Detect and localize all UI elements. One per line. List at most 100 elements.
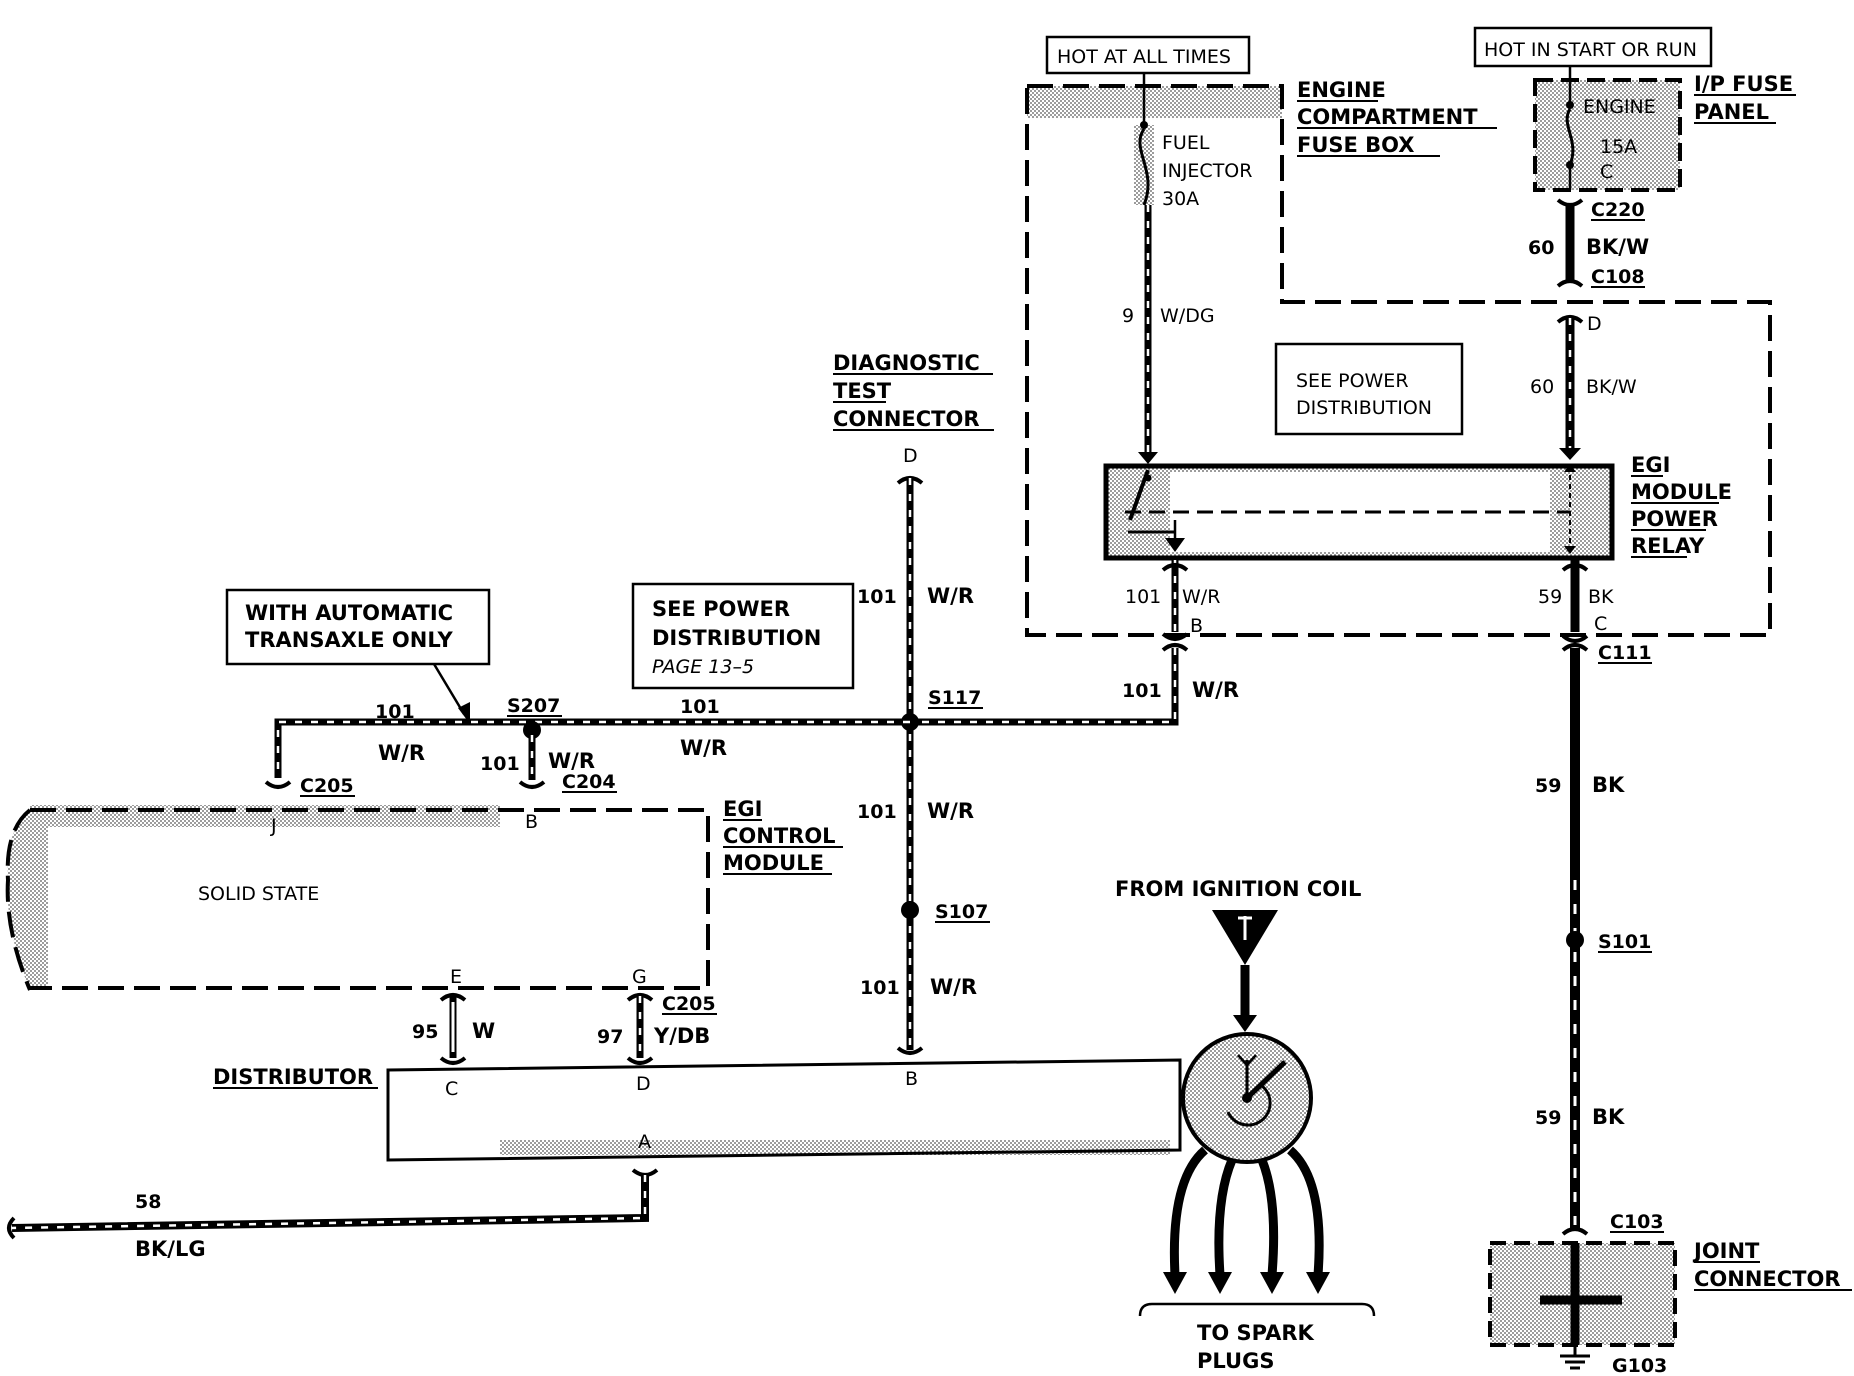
dtc-label-1: DIAGNOSTIC <box>833 351 980 375</box>
s207-splice <box>523 721 541 739</box>
s101-splice <box>1566 931 1584 949</box>
to-spark-plugs-label-1: TO SPARK <box>1197 1321 1314 1345</box>
joint-connector: C103 G103 JOINT CONNECTOR <box>1488 1211 1852 1376</box>
pin-g: G <box>632 966 647 988</box>
c204-label: C204 <box>562 771 616 793</box>
wire-59-relay: 59 BK C <box>1538 560 1614 635</box>
fuel-injector-label-2: INJECTOR <box>1162 160 1252 182</box>
pin-a-dist: A <box>638 1131 651 1153</box>
wire-60b-color: BK/W <box>1586 376 1637 398</box>
spark-plug-leads: TO SPARK PLUGS <box>1138 1146 1376 1373</box>
wire-101-center-num: 101 <box>680 696 720 718</box>
ignition-coil-input: FROM IGNITION COIL <box>1115 877 1361 1032</box>
egi-control-label-3: MODULE <box>723 851 824 875</box>
wire-101-relay-num: 101 <box>1125 586 1161 608</box>
relay-label-3: POWER <box>1631 507 1718 531</box>
solid-state-text: SOLID STATE <box>198 883 319 905</box>
egi-control-module: J B SOLID STATE E G EGI CONTROL MODULE <box>5 797 843 991</box>
wire-60-upper: C220 60 BK/W C108 <box>1528 198 1649 288</box>
pin-j: J <box>270 815 277 837</box>
c205-bot-label: C205 <box>662 993 716 1015</box>
wire-59-relay-color: BK <box>1588 586 1614 608</box>
wire-59-low-num: 59 <box>1535 1107 1561 1129</box>
hot-in-start-or-run-box: HOT IN START OR RUN <box>1473 26 1713 68</box>
wire-59-relay-num: 59 <box>1538 586 1562 608</box>
see-power-dist-1-line2: DISTRIBUTION <box>1296 397 1432 419</box>
with-automatic-transaxle-box: WITH AUTOMATIC TRANSAXLE ONLY <box>225 588 491 724</box>
see-power-dist-2-line1: SEE POWER <box>652 597 790 621</box>
wire-97-color: Y/DB <box>653 1024 710 1048</box>
wire-9-color: W/DG <box>1160 305 1215 327</box>
wire-101-trunk: 101 W/R S117 101 W/R S107 101 W/R <box>857 478 990 1055</box>
wire-95-num: 95 <box>412 1021 438 1043</box>
hot-at-all-times-text: HOT AT ALL TIMES <box>1057 46 1231 68</box>
s101-label: S101 <box>1598 931 1651 953</box>
wire-101-s207-num: 101 <box>480 753 520 775</box>
see-power-distribution-box-1: SEE POWER DISTRIBUTION <box>1274 342 1464 436</box>
wire-9: 9 W/DG <box>1122 205 1215 464</box>
ip-fuse-panel: ENGINE 15A C I/P FUSE PANEL <box>1533 66 1796 192</box>
to-spark-plugs-label-2: PLUGS <box>1197 1349 1274 1373</box>
fuse-box-label-1: ENGINE <box>1297 78 1386 102</box>
wire-101-relay: 101 W/R B <box>1125 560 1220 641</box>
wire-97-num: 97 <box>597 1026 623 1048</box>
wire-101-horizontal: 101 W/R 101 W/R S207 101 W/R C205 C204 <box>264 695 910 797</box>
fuel-injector-fuse: FUEL INJECTOR 30A <box>1134 73 1252 210</box>
dtc-label-2: TEST <box>833 379 892 403</box>
wire-101-c111-color: W/R <box>1192 678 1239 702</box>
s107-splice <box>901 901 919 919</box>
wire-58: 58 BK/LG <box>7 1168 659 1261</box>
c220-label: C220 <box>1591 199 1645 221</box>
s207-label: S207 <box>507 695 560 717</box>
s107-label: S107 <box>935 901 988 923</box>
wire-101-left-color: W/R <box>378 741 425 765</box>
relay-label-4: RELAY <box>1631 534 1705 558</box>
ip-fuse-panel-label-1: I/P FUSE <box>1694 72 1793 96</box>
distributor-label: DISTRIBUTOR <box>213 1065 373 1089</box>
pin-d-dtc: D <box>903 445 918 467</box>
see-power-dist-2-line2: DISTRIBUTION <box>652 626 821 650</box>
wire-95: 95 W <box>412 993 495 1065</box>
wire-60-lower: D 60 BK/W <box>1530 313 1637 460</box>
fuel-injector-label-1: FUEL <box>1162 132 1210 154</box>
c111-label: C111 <box>1598 642 1652 664</box>
wire-101-s207-color: W/R <box>548 749 595 773</box>
wire-59-mid-num: 59 <box>1535 775 1561 797</box>
egi-control-label-2: CONTROL <box>723 824 836 848</box>
wire-60b-num: 60 <box>1530 376 1554 398</box>
wire-97: 97 Y/DB C205 <box>597 993 717 1065</box>
automatic-label-2: TRANSAXLE ONLY <box>245 628 453 652</box>
wire-101-mid-color: W/R <box>927 799 974 823</box>
wire-59-low-color: BK <box>1592 1105 1625 1129</box>
relay-label-2: MODULE <box>1631 480 1732 504</box>
see-power-dist-2-line3: PAGE 13–5 <box>652 656 754 678</box>
see-power-distribution-box-2: SEE POWER DISTRIBUTION PAGE 13–5 <box>631 582 855 690</box>
engine-compartment-fuse-box: ENGINE COMPARTMENT FUSE BOX <box>1025 78 1772 637</box>
c103-label: C103 <box>1610 1211 1664 1233</box>
fuel-injector-label-3: 30A <box>1162 188 1199 210</box>
wire-58-num: 58 <box>135 1191 161 1213</box>
diagnostic-test-connector: DIAGNOSTIC TEST CONNECTOR D <box>833 351 994 485</box>
automatic-label-1: WITH AUTOMATIC <box>245 601 453 625</box>
wire-60a-color: BK/W <box>1586 235 1649 259</box>
see-power-dist-1-line1: SEE POWER <box>1296 370 1409 392</box>
wire-59-main: 59 BK S101 59 BK <box>1535 648 1652 1230</box>
wire-101-c111: 101 W/R <box>910 648 1239 726</box>
wire-58-color: BK/LG <box>135 1237 206 1261</box>
wire-101-center-color: W/R <box>680 736 727 760</box>
engine-fuse-label-2: 15A <box>1600 136 1637 158</box>
wire-60a-num: 60 <box>1528 237 1554 259</box>
pin-b-dist: B <box>905 1068 918 1090</box>
pin-b-egi: B <box>525 811 538 833</box>
engine-fuse-label-3: C <box>1600 161 1613 183</box>
g103-label: G103 <box>1612 1355 1667 1376</box>
c111-connector: C111 <box>1161 634 1652 664</box>
hot-in-start-or-run-text: HOT IN START OR RUN <box>1484 39 1697 61</box>
c108-label: C108 <box>1591 266 1645 288</box>
egi-module-power-relay: EGI MODULE POWER RELAY <box>1103 453 1732 561</box>
pin-d-relay: D <box>1587 313 1602 335</box>
fuse-box-label-3: FUSE BOX <box>1297 133 1414 157</box>
egi-control-label-1: EGI <box>723 797 762 821</box>
wire-101-mid-num: 101 <box>857 801 897 823</box>
